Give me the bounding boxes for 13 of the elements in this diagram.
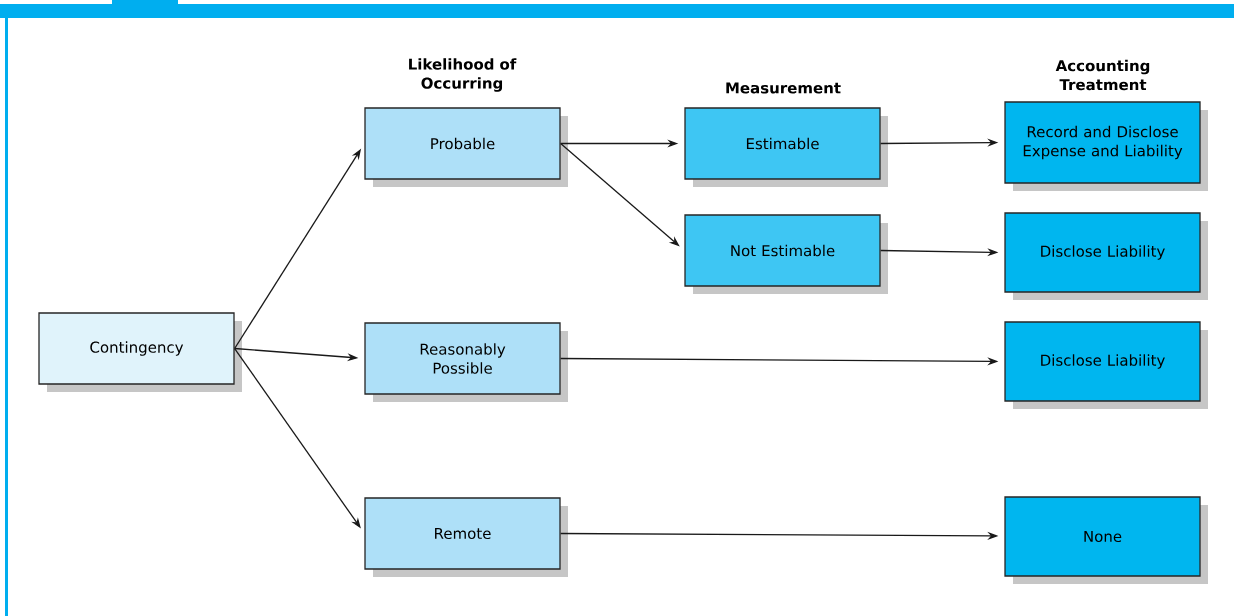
process-box: Probable [364,107,568,187]
process-box: Not Estimable [684,214,888,294]
column-heading: Likelihood of Occurring [409,58,517,92]
process-box: Contingency [38,312,242,392]
column-heading: Accounting Treatment [1055,59,1150,91]
process-box: Remote [364,497,568,577]
column-heading: Measurement [726,82,841,94]
process-box: Record and Disclose Expense and Liability [1004,101,1208,191]
process-box: None [1004,496,1208,584]
process-box: Reasonably Possible [364,322,568,402]
process-box: Estimable [684,107,888,187]
process-box: Disclose Liability [1004,212,1208,300]
process-box: Disclose Liability [1004,321,1208,409]
